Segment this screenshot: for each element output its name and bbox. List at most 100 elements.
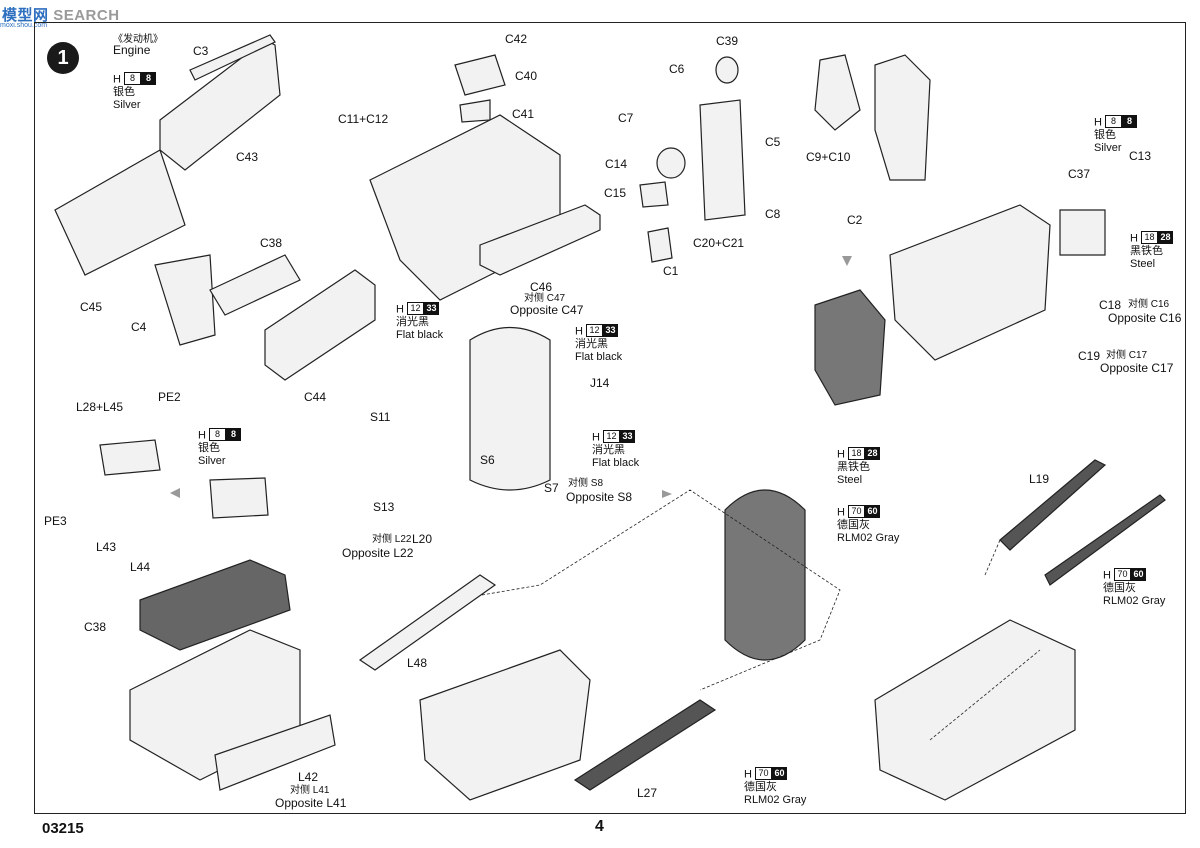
engine-title-en: Engine: [113, 43, 151, 57]
part-c9-housing-drawing: [814, 54, 861, 131]
label-opposite-c17: Opposite C17: [1100, 361, 1174, 375]
part-l42-drawing: [214, 714, 336, 791]
part-c14-drawing: [656, 147, 686, 179]
label-l27: L27: [637, 786, 658, 800]
label-c13: C13: [1129, 149, 1152, 163]
part-c1-drawing: [647, 227, 673, 263]
part-c9-c10-drawing: [874, 54, 931, 181]
part-c37-drawing: [1059, 209, 1106, 256]
watermark-logo: 模型网 SEARCH: [2, 7, 120, 24]
part-c41-drawing: [459, 99, 491, 123]
engine-lower-center-drawing: [419, 649, 591, 801]
label-c39: C39: [716, 34, 739, 48]
engine-title-cn: 《发动机》: [113, 34, 163, 45]
label-l43: L43: [96, 540, 117, 554]
label-opposite-c16-cn: 对侧 C16: [1128, 299, 1170, 310]
label-c3: C3: [193, 44, 209, 58]
label-opposite-c47-cn: 对侧 C47: [524, 293, 566, 304]
supercharger-steel-drawing: [814, 289, 886, 406]
label-l48: L48: [407, 656, 428, 670]
engine-lower-right-drawing: [874, 619, 1076, 801]
part-c38-drawing: [209, 254, 301, 316]
label-c37: C37: [1068, 167, 1091, 181]
label-c7: C7: [618, 111, 634, 125]
label-c43: C43: [236, 150, 259, 164]
label-opposite-s8: Opposite S8: [566, 490, 633, 504]
label-j14: J14: [590, 376, 610, 390]
part-c45-drawing: [54, 149, 186, 276]
label-opposite-c16: Opposite C16: [1108, 311, 1182, 325]
label-c38: C38: [260, 236, 283, 250]
label-opposite-s8-cn: 对侧 S8: [568, 478, 604, 489]
label-c40: C40: [515, 69, 538, 83]
label-c8: C8: [765, 207, 781, 221]
label-s7: S7: [544, 481, 559, 495]
part-c39-drawing: [715, 56, 739, 84]
label-l44: L44: [130, 560, 151, 574]
label-c45: C45: [80, 300, 103, 314]
label-c2: C2: [847, 213, 863, 227]
label-c11-c12: C11+C12: [338, 112, 389, 126]
part-c44-drawing: [264, 269, 376, 381]
engine-block-right-drawing: [889, 204, 1051, 361]
label-c38-cover: C38: [84, 620, 107, 634]
exhaust-assembly-drawing: [209, 477, 269, 519]
label-c46: C46: [530, 280, 553, 294]
label-l19: L19: [1029, 472, 1050, 486]
label-c14: C14: [605, 157, 628, 171]
label-c9-c10: C9+C10: [806, 150, 851, 164]
part-l27-drawing: [573, 699, 717, 791]
label-opposite-c17-cn: 对侧 C17: [1106, 350, 1148, 361]
kit-code: 03215: [42, 820, 84, 837]
label-c15: C15: [604, 186, 627, 200]
page-frame: [34, 22, 1186, 814]
part-c4-drawing: [154, 254, 216, 346]
label-c19: C19: [1078, 349, 1101, 363]
label-l42: L42: [298, 770, 319, 784]
part-l48-drawing: [358, 574, 497, 671]
label-opposite-l22: Opposite L22: [342, 546, 414, 560]
label-c20-c21: C20+C21: [693, 236, 745, 250]
part-l19-drawing: [999, 459, 1107, 551]
part-j14-drawing: [469, 326, 551, 491]
label-pe2: PE2: [158, 390, 181, 404]
label-opposite-c47: Opposite C47: [510, 303, 584, 317]
label-c18: C18: [1099, 298, 1122, 312]
label-c42: C42: [505, 32, 528, 46]
engine-block-drawing: [369, 114, 561, 301]
label-s13: S13: [373, 500, 395, 514]
part-l28-l45-drawing: [99, 439, 161, 476]
label-c1: C1: [663, 264, 679, 278]
label-c6: C6: [669, 62, 685, 76]
label-opposite-l41-cn: 对侧 L41: [290, 785, 330, 796]
step-number-badge: 1: [47, 42, 79, 74]
label-opposite-l41: Opposite L41: [275, 796, 347, 810]
label-c44: C44: [304, 390, 327, 404]
part-l19-pair-drawing: [1044, 494, 1166, 586]
part-c40-drawing: [454, 54, 506, 96]
part-c3-drawing: [189, 34, 276, 81]
part-c38-cover-drawing: [139, 559, 291, 651]
firewall-gray-drawing: [724, 489, 806, 661]
label-c5: C5: [765, 135, 781, 149]
part-c20-c21-drawing: [699, 99, 746, 221]
watermark-url: moxi.shou.com: [0, 22, 48, 29]
label-c4: C4: [131, 320, 147, 334]
label-l20: L20: [412, 532, 433, 546]
label-s11: S11: [370, 410, 391, 424]
label-c41: C41: [512, 107, 535, 121]
label-l28-l45: L28+L45: [76, 400, 124, 414]
